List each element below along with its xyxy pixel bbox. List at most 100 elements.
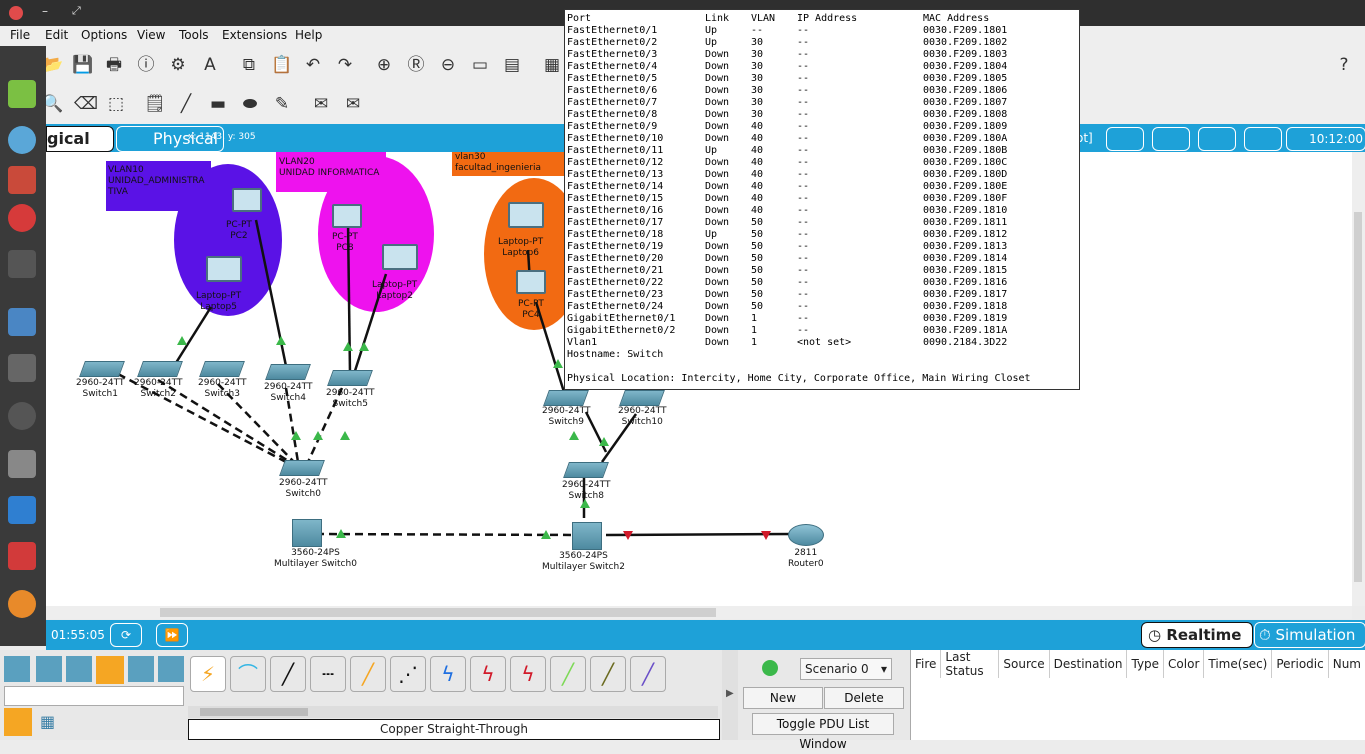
switch4-device[interactable] bbox=[265, 364, 311, 380]
router0-device[interactable] bbox=[788, 524, 824, 546]
files-icon[interactable] bbox=[8, 166, 36, 194]
pdu-col-destination[interactable]: Destination bbox=[1049, 650, 1128, 678]
close-icon[interactable] bbox=[9, 6, 23, 20]
serial-dte-cable-icon[interactable]: ϟ bbox=[510, 656, 546, 692]
switch3-device[interactable] bbox=[199, 361, 245, 377]
auto-cable-icon[interactable]: ⚡ bbox=[190, 656, 226, 692]
lock-icon[interactable] bbox=[8, 250, 36, 278]
connection-type-icon[interactable] bbox=[4, 708, 32, 736]
realtime-mode-button[interactable]: ◷ Realtime bbox=[1141, 622, 1253, 648]
grid-icon[interactable]: ▦ bbox=[40, 712, 56, 731]
add-complex-pdu-icon[interactable]: ✉ bbox=[345, 94, 361, 114]
menu-file[interactable]: File bbox=[10, 28, 31, 42]
mls0-device[interactable] bbox=[292, 519, 322, 547]
switch10-device[interactable] bbox=[619, 390, 665, 406]
crossover-cable-icon[interactable]: ┄ bbox=[310, 656, 346, 692]
end-devices-icon[interactable] bbox=[36, 656, 62, 682]
pdu-col-periodic[interactable]: Periodic bbox=[1271, 650, 1329, 678]
switch5-device[interactable] bbox=[327, 370, 373, 386]
new-scenario-button[interactable]: New bbox=[743, 687, 823, 709]
menu-view[interactable]: View bbox=[137, 28, 166, 42]
pdu-col-time[interactable]: Time(sec) bbox=[1203, 650, 1273, 678]
laptop6-device[interactable] bbox=[508, 202, 544, 228]
switch9-device[interactable] bbox=[543, 390, 589, 406]
components-icon[interactable] bbox=[66, 656, 92, 682]
phone-cable-icon[interactable]: ⋰ bbox=[390, 656, 426, 692]
straight-through-cable-icon[interactable]: ╱ bbox=[270, 656, 306, 692]
pdu-col-last-status[interactable]: Last Status bbox=[940, 650, 1000, 678]
switch8-device[interactable] bbox=[563, 462, 609, 478]
print-icon[interactable]: 🖶 bbox=[105, 55, 123, 75]
browser-icon[interactable] bbox=[8, 126, 36, 154]
iot-cable-icon[interactable]: ╱ bbox=[590, 656, 626, 692]
raccoon-icon[interactable] bbox=[8, 450, 36, 478]
pc2-device[interactable] bbox=[232, 188, 262, 212]
save-icon[interactable]: 💾 bbox=[72, 55, 94, 75]
octal-cable-icon[interactable]: ╱ bbox=[550, 656, 586, 692]
drop-icon[interactable] bbox=[8, 402, 36, 430]
menu-extensions[interactable]: Extensions bbox=[222, 28, 288, 42]
line-icon[interactable]: ╱ bbox=[180, 94, 192, 114]
cluster-icon[interactable] bbox=[1152, 127, 1190, 151]
vscode-icon[interactable] bbox=[8, 496, 36, 524]
firefox-icon[interactable] bbox=[8, 590, 36, 618]
laptop5-device[interactable] bbox=[206, 256, 242, 282]
delete-icon[interactable]: ⌫ bbox=[74, 94, 99, 114]
fiber-cable-icon[interactable]: ╱ bbox=[350, 656, 386, 692]
help-icon[interactable]: ? bbox=[1339, 55, 1349, 75]
pdu-col-num[interactable]: Num bbox=[1328, 650, 1365, 678]
undo-icon[interactable]: ↶ bbox=[305, 55, 321, 75]
pdu-col-fire[interactable]: Fire bbox=[911, 650, 942, 678]
vertical-scrollbar[interactable] bbox=[1352, 152, 1365, 606]
camera-icon[interactable] bbox=[8, 308, 36, 336]
resize-icon[interactable]: ⬚ bbox=[107, 94, 125, 114]
cable-palette-thumb[interactable] bbox=[200, 708, 308, 716]
open-folder-icon[interactable]: 📂 bbox=[42, 55, 64, 75]
multiuser-icon[interactable] bbox=[158, 656, 184, 682]
inspect-icon[interactable]: 🔍 bbox=[42, 94, 64, 114]
toggle-pdu-list-button[interactable]: Toggle PDU List Window bbox=[752, 713, 894, 751]
move-object-icon[interactable] bbox=[1198, 127, 1236, 151]
misc-icon[interactable] bbox=[128, 656, 154, 682]
zoom-reset-icon[interactable]: Ⓡ bbox=[407, 55, 425, 75]
rectangle-icon[interactable]: ▬ bbox=[209, 94, 227, 114]
tex-icon[interactable] bbox=[8, 354, 36, 382]
device-search-input[interactable] bbox=[4, 686, 184, 706]
text-icon[interactable]: A bbox=[204, 55, 216, 75]
cable-palette-scrollbar[interactable] bbox=[188, 706, 718, 718]
simulation-mode-button[interactable]: ⏱ Simulation bbox=[1254, 622, 1365, 648]
background-icon[interactable] bbox=[1244, 127, 1282, 151]
ellipse-icon[interactable]: ⬬ bbox=[242, 94, 258, 114]
mint-menu-icon[interactable] bbox=[8, 80, 36, 108]
back-icon[interactable] bbox=[1106, 127, 1144, 151]
toolbox-icon[interactable] bbox=[8, 542, 36, 570]
horizontal-scrollbar[interactable] bbox=[46, 606, 1352, 619]
usb-cable-icon[interactable]: ╱ bbox=[630, 656, 666, 692]
delete-scenario-button[interactable]: Delete bbox=[824, 687, 904, 709]
info-icon[interactable]: ⓘ bbox=[137, 55, 155, 75]
minimize-icon[interactable]: – bbox=[42, 4, 48, 18]
paste-icon[interactable]: 📋 bbox=[271, 55, 293, 75]
connections-icon[interactable] bbox=[96, 656, 124, 684]
mls2-device[interactable] bbox=[572, 522, 602, 550]
network-devices-icon[interactable] bbox=[4, 656, 30, 682]
tab-physical[interactable]: Physical bbox=[116, 126, 224, 152]
add-simple-pdu-icon[interactable]: ✉ bbox=[313, 94, 329, 114]
pdu-col-type[interactable]: Type bbox=[1126, 650, 1165, 678]
zoom-out-icon[interactable]: ⊖ bbox=[440, 55, 456, 75]
custom-device-icon[interactable]: ▤ bbox=[503, 55, 521, 75]
pdu-col-source[interactable]: Source bbox=[998, 650, 1050, 678]
menu-options[interactable]: Options bbox=[81, 28, 128, 42]
note-icon[interactable]: 🗒 bbox=[144, 94, 166, 114]
coaxial-cable-icon[interactable]: ϟ bbox=[430, 656, 466, 692]
maximize-icon[interactable]: ⤢ bbox=[72, 4, 81, 17]
console-cable-icon[interactable]: ⌒ bbox=[230, 656, 266, 692]
switch2-device[interactable] bbox=[137, 361, 183, 377]
zoom-in-icon[interactable]: ⊕ bbox=[376, 55, 392, 75]
switch1-device[interactable] bbox=[79, 361, 125, 377]
menu-tools[interactable]: Tools bbox=[179, 28, 209, 42]
tab-logical[interactable]: gical bbox=[46, 126, 114, 152]
collapse-arrow-icon[interactable]: ▶ bbox=[722, 650, 738, 740]
clock-display[interactable]: 10:12:00 bbox=[1286, 127, 1365, 151]
switch0-device[interactable] bbox=[279, 460, 325, 476]
